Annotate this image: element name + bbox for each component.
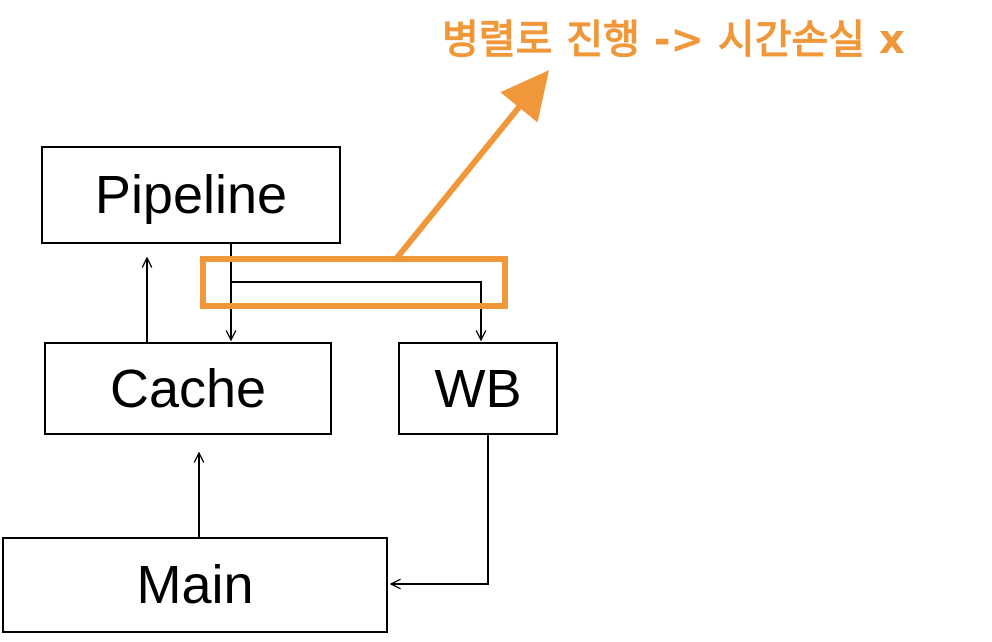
main-box: Main xyxy=(2,537,388,633)
main-label: Main xyxy=(136,555,254,615)
pipeline-label: Pipeline xyxy=(94,165,288,225)
annotation-text: 병렬로 진행 -> 시간손실 x xyxy=(442,17,905,63)
wb-box: WB xyxy=(398,342,558,435)
arrow-pipeline-to-wb xyxy=(231,281,481,340)
arrow-wb-to-main xyxy=(391,435,489,584)
pipeline-box: Pipeline xyxy=(41,146,341,244)
cache-label: Cache xyxy=(109,358,267,419)
callout-arrow xyxy=(393,70,550,261)
highlight-box xyxy=(200,256,508,309)
wb-label: WB xyxy=(434,358,522,419)
cache-box: Cache xyxy=(44,342,332,435)
